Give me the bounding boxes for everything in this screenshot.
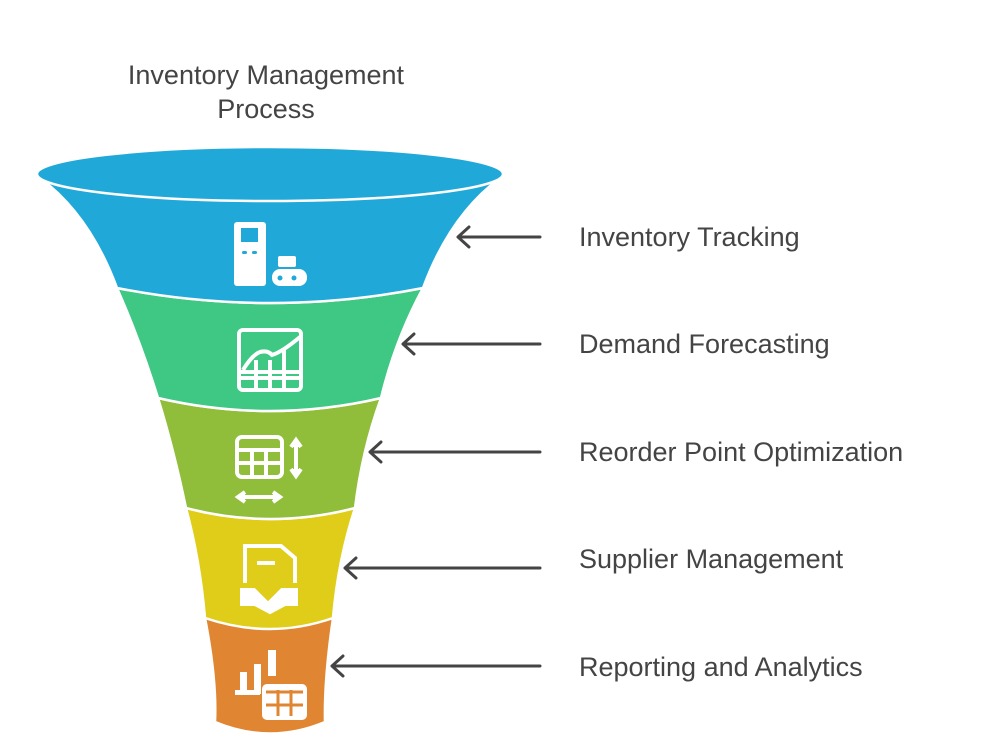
arrow-reorder	[368, 440, 542, 464]
stage-label-reporting: Reporting and Analytics	[579, 652, 863, 682]
arrow-reporting	[330, 654, 542, 678]
arrow-tracking	[456, 225, 542, 249]
bar-chart-table-icon	[235, 650, 307, 720]
arrow-demand	[401, 332, 542, 356]
funnel-segment-tracking	[36, 176, 504, 305]
funnel-segment-demand	[114, 286, 426, 413]
stage-label-tracking: Inventory Tracking	[579, 222, 800, 252]
chart-grid-icon	[237, 328, 303, 392]
funnel-segment-reorder	[156, 396, 383, 521]
stage-label-reorder: Reorder Point Optimization	[579, 437, 904, 467]
funnel-rim	[35, 145, 505, 203]
title-line-1: Inventory Management	[127, 60, 405, 90]
arrow-supplier	[343, 556, 542, 580]
title-line-2: Process	[217, 94, 315, 124]
stage-label-supplier: Supplier Management	[579, 544, 844, 574]
table-resize-icon	[234, 435, 303, 504]
diagram-title: Inventory Management Process	[66, 58, 466, 126]
kiosk-conveyor-icon	[234, 222, 307, 286]
contract-handshake-icon	[240, 544, 298, 615]
stage-label-demand: Demand Forecasting	[579, 329, 830, 359]
